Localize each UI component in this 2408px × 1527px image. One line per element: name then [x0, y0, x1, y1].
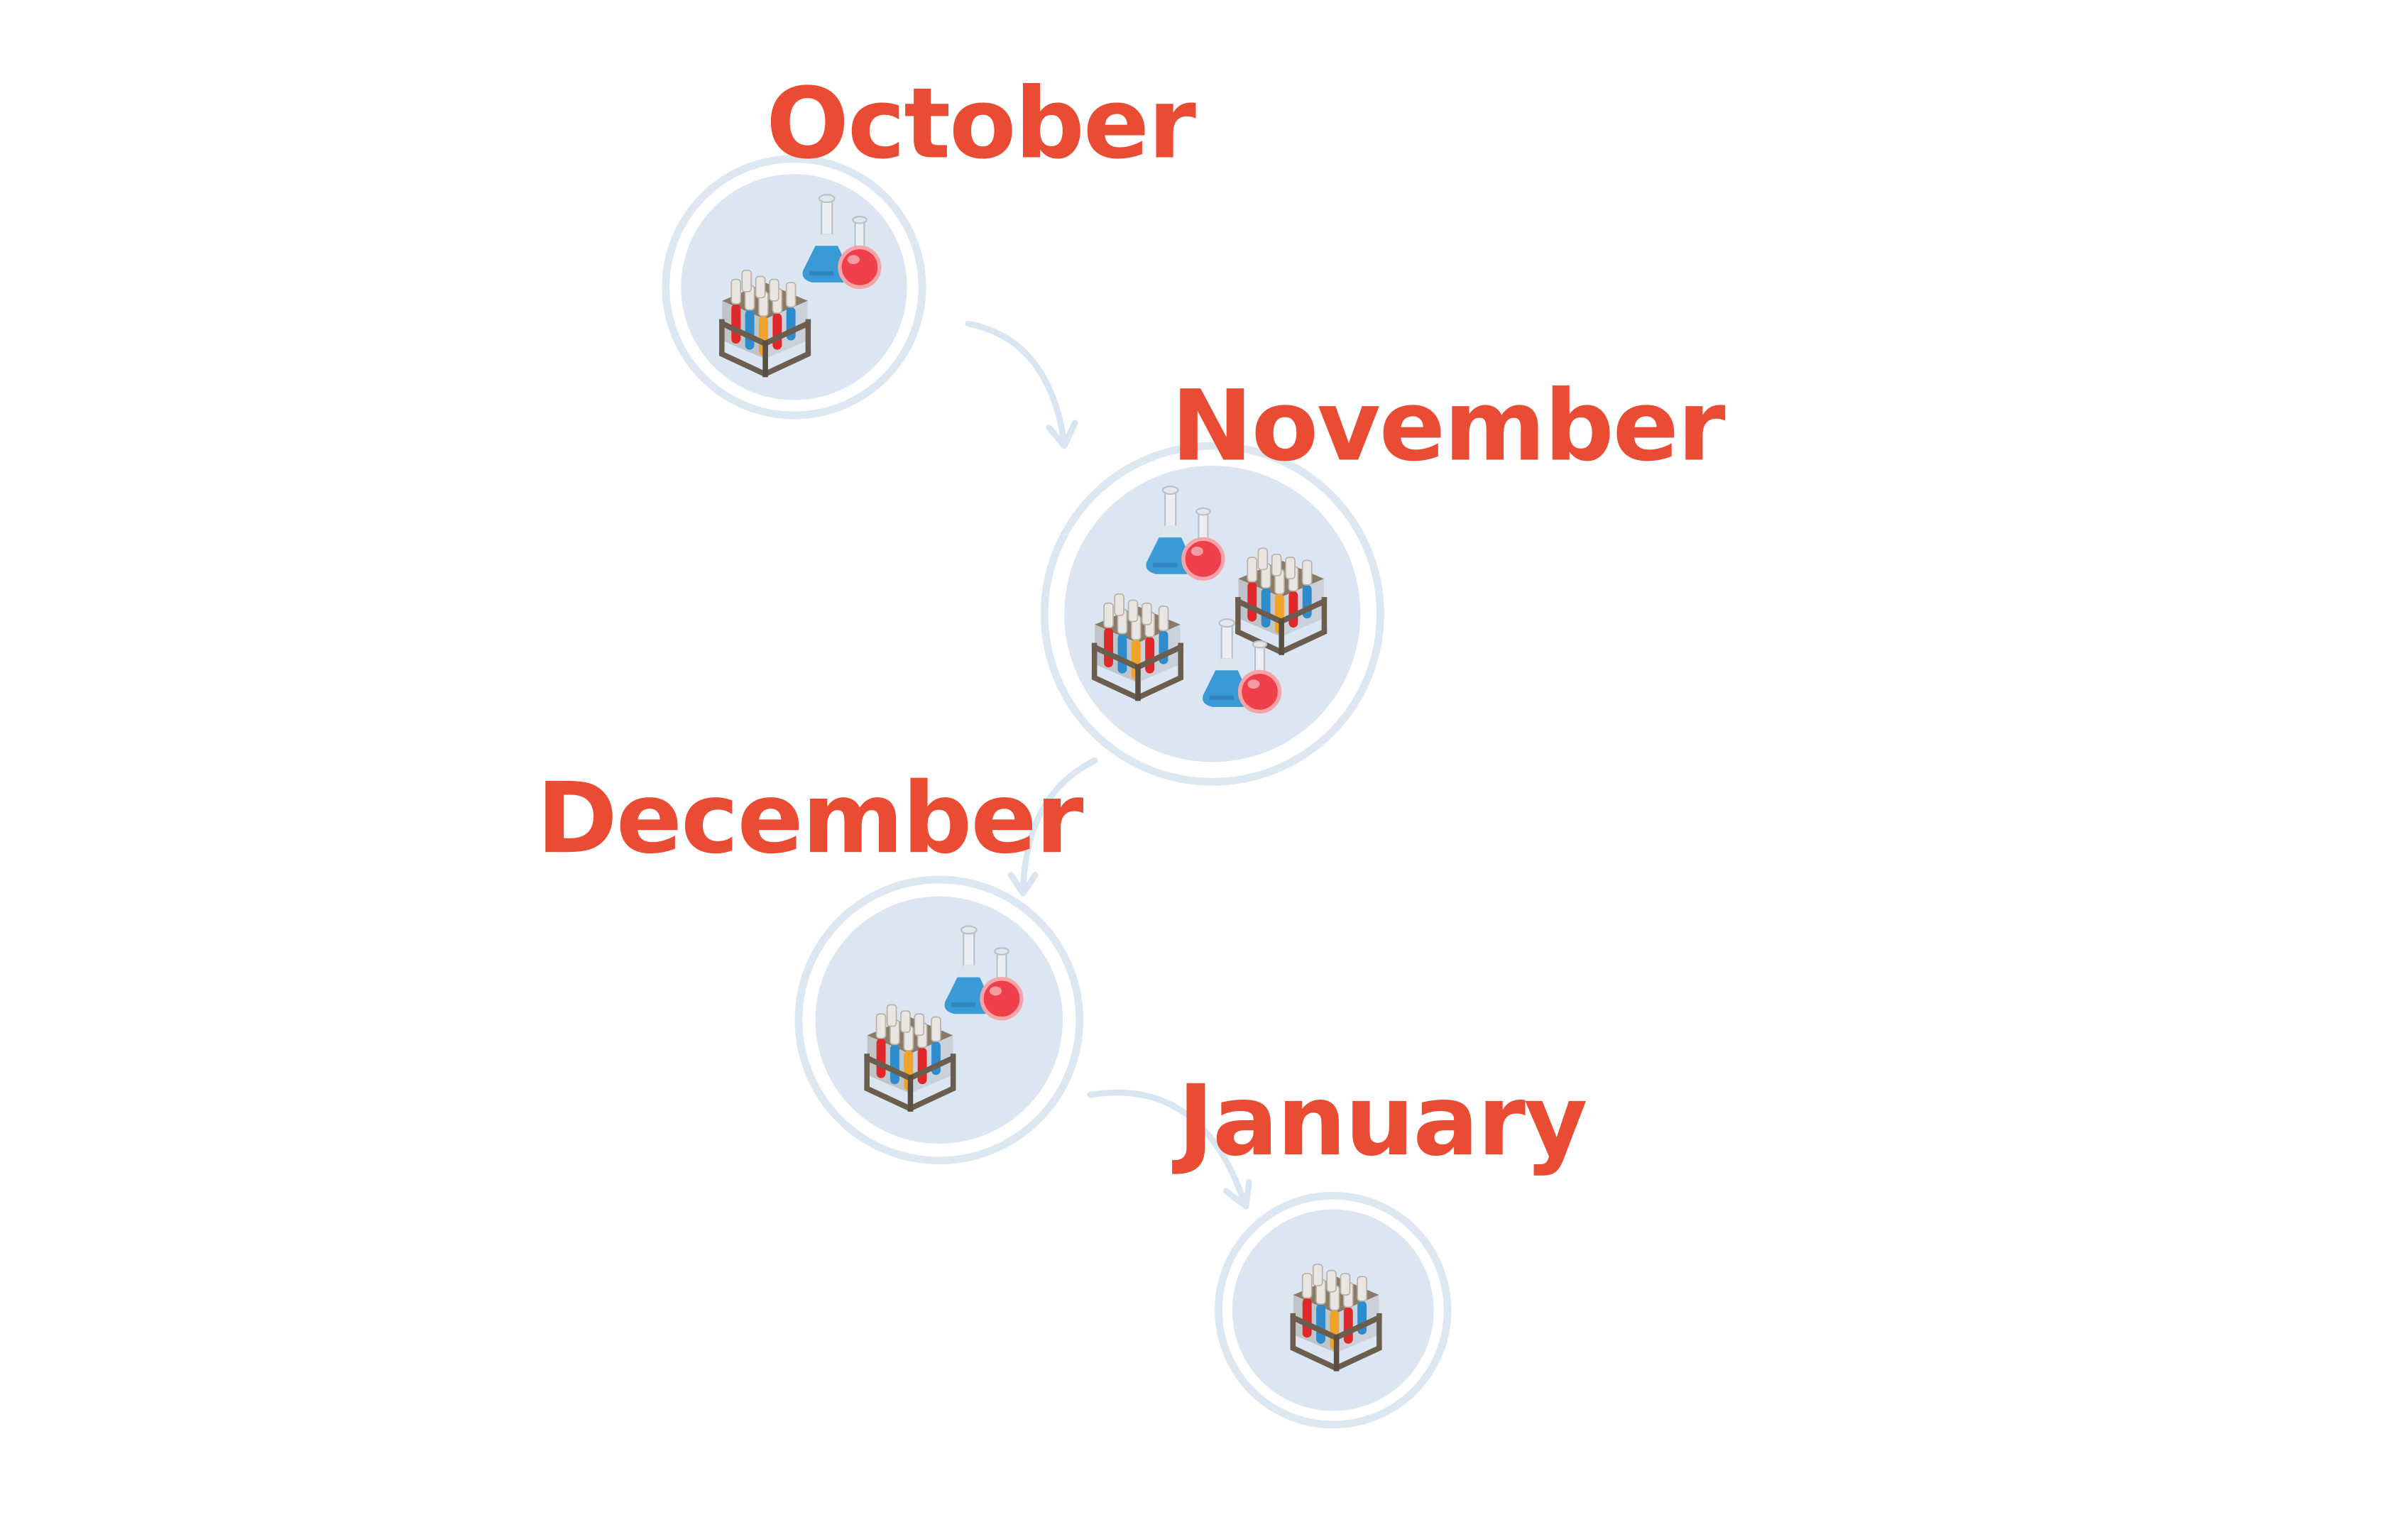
arrow-december-to-january	[1087, 1089, 1252, 1210]
step-november: November	[1040, 369, 1727, 786]
step-december: December	[537, 762, 1085, 1165]
month-label-november: November	[1171, 369, 1726, 483]
step-october: October	[662, 67, 1198, 420]
month-label-january: January	[1172, 1064, 1587, 1178]
connector-arrows	[965, 320, 1252, 1210]
arrow-november-to-december	[1007, 757, 1098, 897]
month-label-october: October	[766, 67, 1196, 181]
month-label-december: December	[537, 762, 1084, 875]
step-january: January	[1172, 1064, 1588, 1429]
arrow-october-to-november	[965, 320, 1078, 449]
